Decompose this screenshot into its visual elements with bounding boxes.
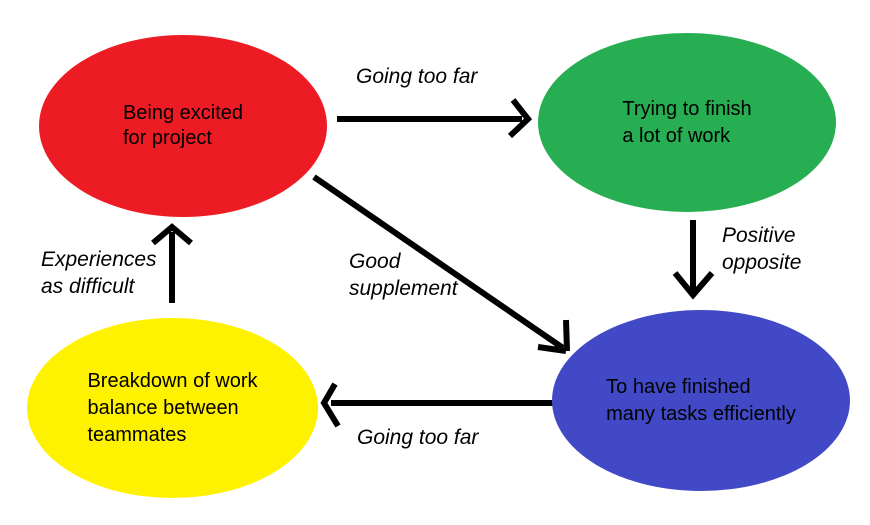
edge-label-good-supplement: Good supplement	[349, 250, 458, 300]
node-trying-to-finish-label: Trying to finish a lot of work	[622, 97, 752, 147]
edge-label-positive-opposite: Positive opposite	[722, 224, 802, 274]
node-being-excited-label: Being excited for project	[122, 102, 244, 149]
node-finished-tasks-label: To have finished many tasks efficiently	[606, 375, 796, 425]
node-breakdown-of-work-label: Breakdown of work balance between teamma…	[87, 369, 258, 446]
node-being-excited: Being excited for project	[39, 35, 327, 217]
edge-label-going-too-far-bottom: Going too far	[357, 426, 479, 449]
arrow-excited-to-finished	[312, 174, 570, 354]
node-breakdown-of-work: Breakdown of work balance between teamma…	[27, 318, 318, 498]
arrow-excited-to-finish	[337, 98, 533, 139]
node-finished-tasks: To have finished many tasks efficiently	[552, 310, 850, 491]
arrow-finished-to-breakdown	[320, 382, 554, 428]
edge-label-going-too-far-top: Going too far	[356, 65, 478, 88]
arrow-breakdown-to-excited	[151, 223, 193, 303]
arrow-finish-to-finished	[672, 220, 715, 300]
node-trying-to-finish: Trying to finish a lot of work	[538, 33, 836, 212]
edge-label-experiences-as-difficult: Experiences as difficult	[41, 248, 157, 298]
